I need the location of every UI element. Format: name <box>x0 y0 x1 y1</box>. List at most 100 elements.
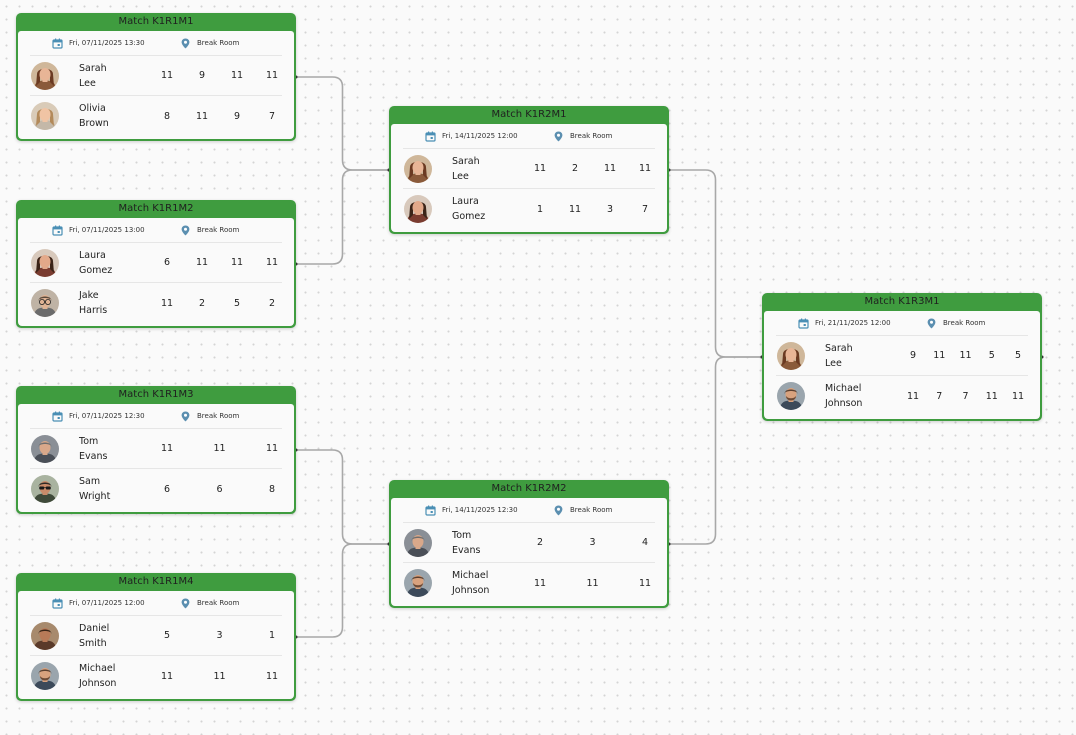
game-score: 9 <box>233 110 241 122</box>
match-date-text: Fri, 07/11/2025 12:00 <box>69 599 145 607</box>
player-row[interactable]: Tom Evans 11 11 11 <box>30 429 282 469</box>
match-location-text: Break Room <box>943 319 986 327</box>
calendar-icon <box>425 131 436 142</box>
player-name: Jake Harris <box>79 290 108 316</box>
player-name: Laura Gomez <box>79 249 113 276</box>
game-score: 1 <box>536 203 544 215</box>
match-info-row: Fri, 21/11/2025 12:00 Break Room <box>776 311 1028 336</box>
match-location: Break Room <box>553 131 612 142</box>
match-date-text: Fri, 07/11/2025 12:30 <box>69 412 145 420</box>
player-name: Tom Evans <box>452 529 481 556</box>
game-score: 11 <box>265 443 279 454</box>
match-title: Match K1R1M3 <box>118 389 194 400</box>
avatar <box>404 154 432 183</box>
match-date: Fri, 14/11/2025 12:00 <box>403 131 553 142</box>
match-card-r3m1[interactable]: Match K1R3M1 Fri, 21/11/2025 12:00 <box>762 293 1042 421</box>
game-score: 7 <box>962 390 969 402</box>
avatar <box>31 102 59 130</box>
player-name: Laura Gomez <box>452 196 486 222</box>
calendar-icon <box>52 225 63 236</box>
connector-line <box>296 76 389 171</box>
game-score: 11 <box>160 443 174 454</box>
player-name: Daniel Smith <box>79 622 110 649</box>
match-info-row: Fri, 07/11/2025 13:30 Break Room <box>30 31 282 56</box>
player-name: Michael Johnson <box>79 663 117 689</box>
match-title: Match K1R2M1 <box>491 109 567 120</box>
calendar-icon <box>52 38 63 49</box>
match-card-r1m1[interactable]: Match K1R1M1 Fri, 07/11/2025 13:30 <box>16 13 296 141</box>
game-score: 11 <box>985 390 998 402</box>
game-score: 11 <box>230 70 244 81</box>
game-score: 6 <box>163 483 171 495</box>
game-score: 11 <box>265 70 279 81</box>
game-score: 5 <box>1014 350 1022 361</box>
calendar-icon <box>798 318 809 329</box>
match-card-r2m1[interactable]: Match K1R2M1 Fri, 14/11/2025 12:00 <box>389 106 669 234</box>
player-name: Tom Evans <box>79 435 108 462</box>
game-score: 11 <box>195 110 209 122</box>
player-scores: 11 11 11 <box>159 443 282 454</box>
match-location: Break Room <box>180 38 239 49</box>
player-name: Sarah Lee <box>79 62 107 89</box>
match-location-text: Break Room <box>197 226 240 234</box>
game-score: 3 <box>589 537 596 548</box>
match-location: Break Room <box>553 505 612 516</box>
avatar <box>777 341 805 370</box>
match-body: Fri, 14/11/2025 12:30 Break Room Tom Eva… <box>391 498 667 606</box>
match-location: Break Room <box>926 318 985 329</box>
match-info-row: Fri, 14/11/2025 12:00 Break Room <box>403 124 655 149</box>
connector-line <box>669 356 762 545</box>
game-score: 1 <box>268 630 276 641</box>
game-score: 5 <box>163 630 171 641</box>
match-card-r1m3[interactable]: Match K1R1M3 Fri, 07/11/2025 12:30 <box>16 386 296 514</box>
game-score: 11 <box>160 670 174 682</box>
match-date: Fri, 07/11/2025 13:00 <box>30 225 180 236</box>
map-pin-icon <box>180 38 191 49</box>
match-card-r1m2[interactable]: Match K1R1M2 Fri, 07/11/2025 13:00 <box>16 200 296 328</box>
game-score: 11 <box>1011 390 1025 402</box>
match-body: Fri, 07/11/2025 13:00 Break Room Laura G… <box>18 218 294 326</box>
match-card-r1m4[interactable]: Match K1R1M4 Fri, 07/11/2025 12:00 <box>16 573 296 701</box>
match-date: Fri, 14/11/2025 12:30 <box>403 505 553 516</box>
map-pin-icon <box>553 505 564 516</box>
avatar <box>31 475 59 503</box>
match-title: Match K1R1M1 <box>118 16 194 27</box>
game-score: 11 <box>265 257 279 268</box>
match-body: Fri, 07/11/2025 12:30 Break Room Tom Eva… <box>18 404 294 512</box>
player-name: Michael Johnson <box>452 570 490 596</box>
game-score: 9 <box>198 70 206 81</box>
game-score: 11 <box>568 203 582 215</box>
game-score: 11 <box>213 443 226 454</box>
game-score: 8 <box>163 110 171 122</box>
connector-line <box>296 449 389 545</box>
match-date: Fri, 07/11/2025 13:30 <box>30 38 180 49</box>
map-pin-icon <box>180 225 191 236</box>
avatar <box>404 528 432 557</box>
match-location-text: Break Room <box>197 412 240 420</box>
avatar <box>31 289 59 317</box>
match-card-r2m2[interactable]: Match K1R2M2 Fri, 14/11/2025 12:30 <box>389 480 669 608</box>
game-score: 4 <box>641 537 649 548</box>
avatar <box>404 195 432 223</box>
